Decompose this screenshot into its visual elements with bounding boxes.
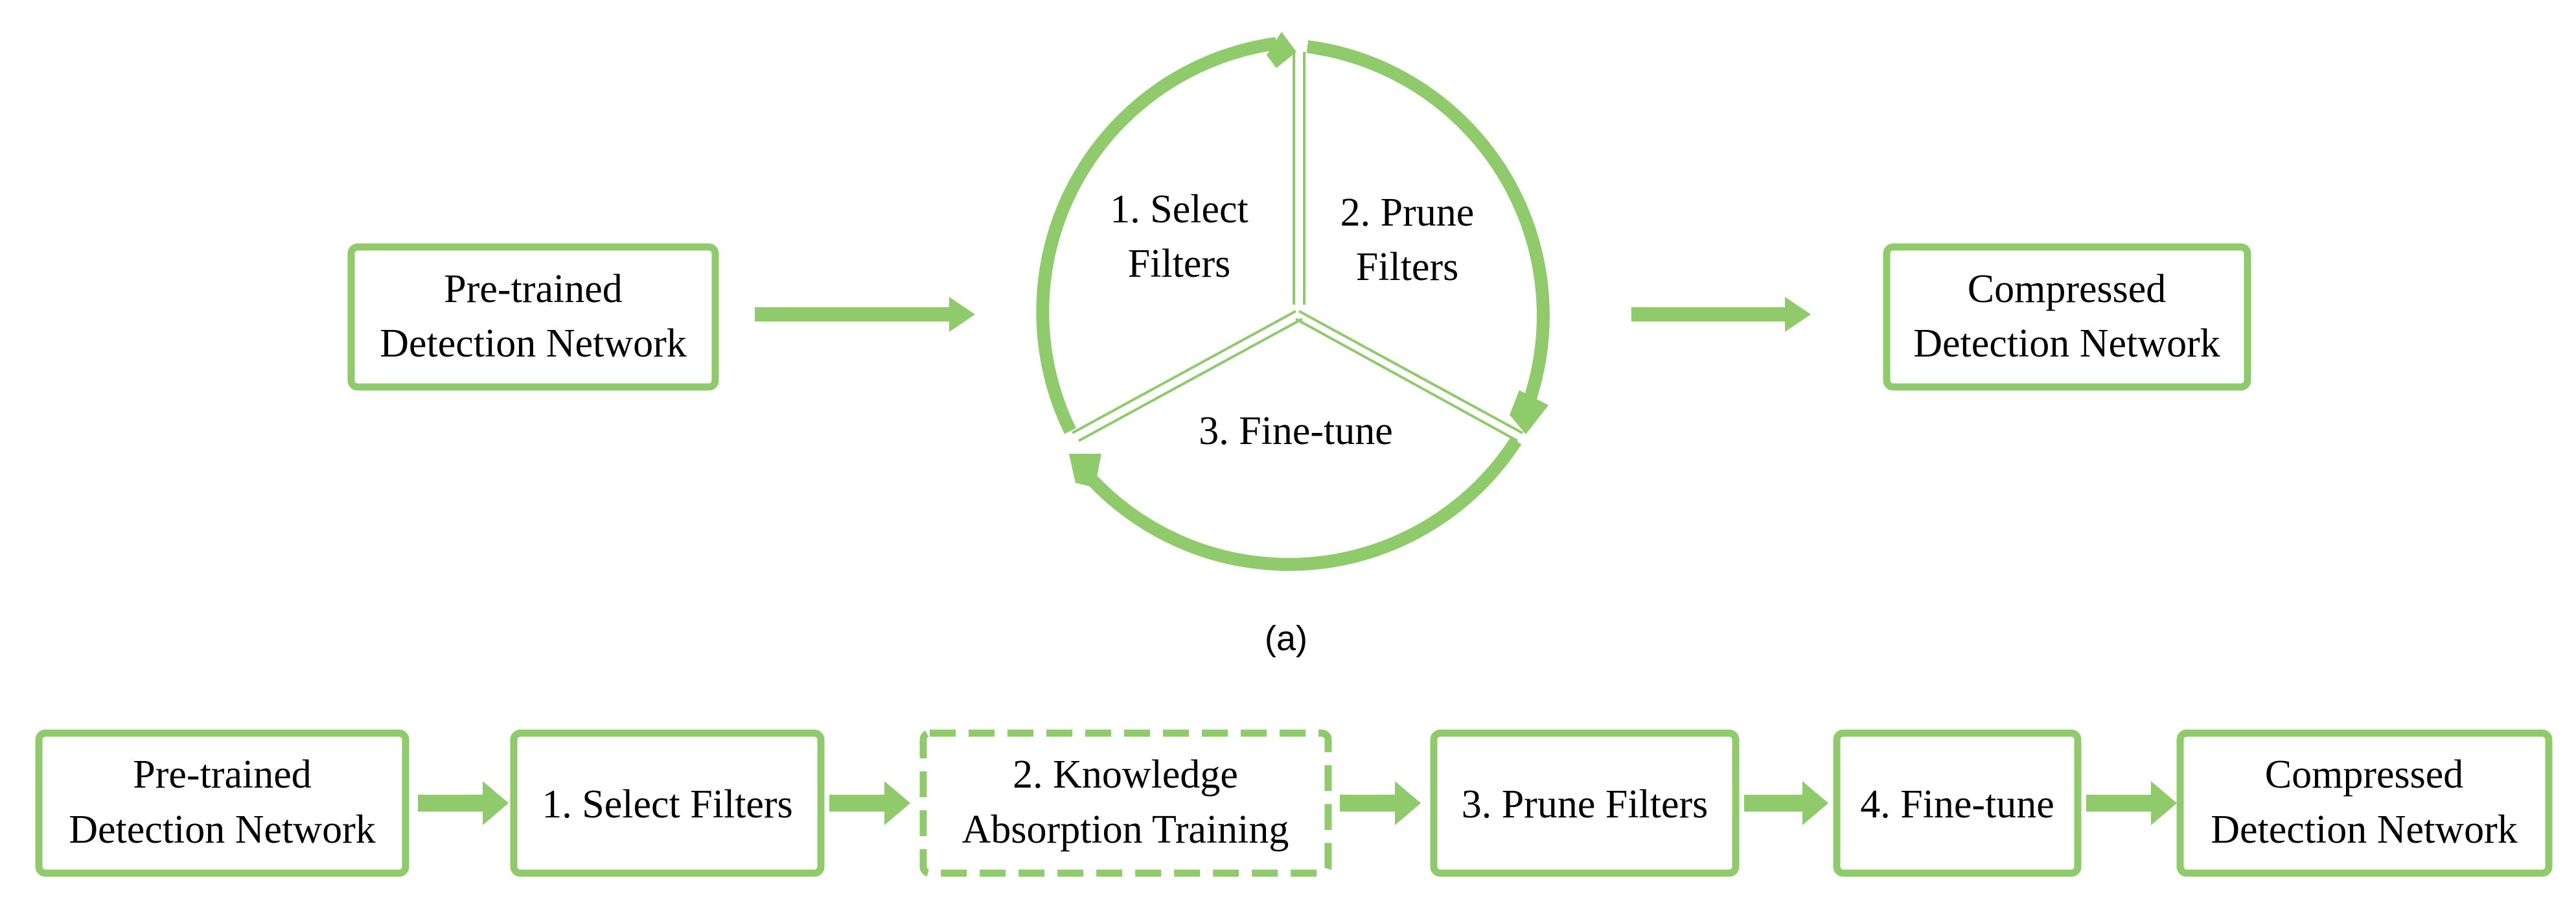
cycle-labels: 1. Select Filters 2. Prune Filters 3. Fi… xyxy=(1110,187,1474,453)
cycle-arrowhead-select xyxy=(1267,32,1296,68)
bottom-box-compressed-line2: Detection Network xyxy=(2211,808,2517,852)
seg3-label: 3. Fine-tune xyxy=(1199,409,1393,453)
input-label-line1: Pre-trained xyxy=(444,267,622,311)
bottom-box-knowledge-line2: Absorption Training xyxy=(962,808,1289,852)
bottom-box-finetune-label: 4. Fine-tune xyxy=(1860,782,2054,826)
bottom-arrow-3 xyxy=(1340,781,1421,825)
seg2-label-line2: Filters xyxy=(1356,245,1458,289)
input-label-line2: Detection Network xyxy=(380,322,686,366)
cycle-arrowhead-finetune xyxy=(1069,454,1101,487)
seg1-label-line1: 1. Select xyxy=(1110,187,1248,231)
bottom-box-select-label: 1. Select Filters xyxy=(542,782,792,826)
bottom-box-prune: 3. Prune Filters xyxy=(1430,729,1740,877)
input-box-top: Pre-trained Detection Network xyxy=(347,243,719,391)
bottom-box-compressed-line1: Compressed xyxy=(2265,753,2464,797)
output-box-top: Compressed Detection Network xyxy=(1883,243,2251,391)
cycle-ring xyxy=(1036,32,1550,571)
cycle-arrow-finetune xyxy=(1078,437,1522,571)
bottom-box-knowledge: 2. Knowledge Absorption Training xyxy=(919,729,1332,877)
caption-a: (a) xyxy=(1265,619,1307,658)
bottom-arrow-1 xyxy=(418,781,509,825)
bottom-arrow-2 xyxy=(829,781,910,825)
seg2-label-line1: 2. Prune xyxy=(1340,191,1475,235)
output-label-line1: Compressed xyxy=(1968,267,2167,311)
seg1-label-line2: Filters xyxy=(1128,242,1230,286)
bottom-box-pretrained-line2: Detection Network xyxy=(69,808,375,852)
bottom-arrow-4 xyxy=(1744,781,1828,825)
arrow-input-to-cycle xyxy=(755,297,975,332)
bottom-box-prune-label: 3. Prune Filters xyxy=(1462,782,1708,826)
output-label-line2: Detection Network xyxy=(1913,322,2220,366)
bottom-box-knowledge-line1: 2. Knowledge xyxy=(1013,753,1238,797)
cycle-arrow-select xyxy=(1036,37,1278,434)
bottom-arrow-5 xyxy=(2086,781,2177,825)
cycle-arrowhead-prune xyxy=(1510,390,1548,434)
bottom-box-compressed: Compressed Detection Network xyxy=(2176,729,2553,877)
bottom-box-pretrained: Pre-trained Detection Network xyxy=(35,729,409,877)
cycle-arrow-prune xyxy=(1306,40,1550,404)
cycle-dividers xyxy=(1072,52,1523,442)
bottom-box-finetune: 4. Fine-tune xyxy=(1833,729,2082,877)
bottom-box-pretrained-line1: Pre-trained xyxy=(133,753,311,797)
arrow-cycle-to-output xyxy=(1631,297,1811,332)
bottom-box-select: 1. Select Filters xyxy=(510,729,825,877)
